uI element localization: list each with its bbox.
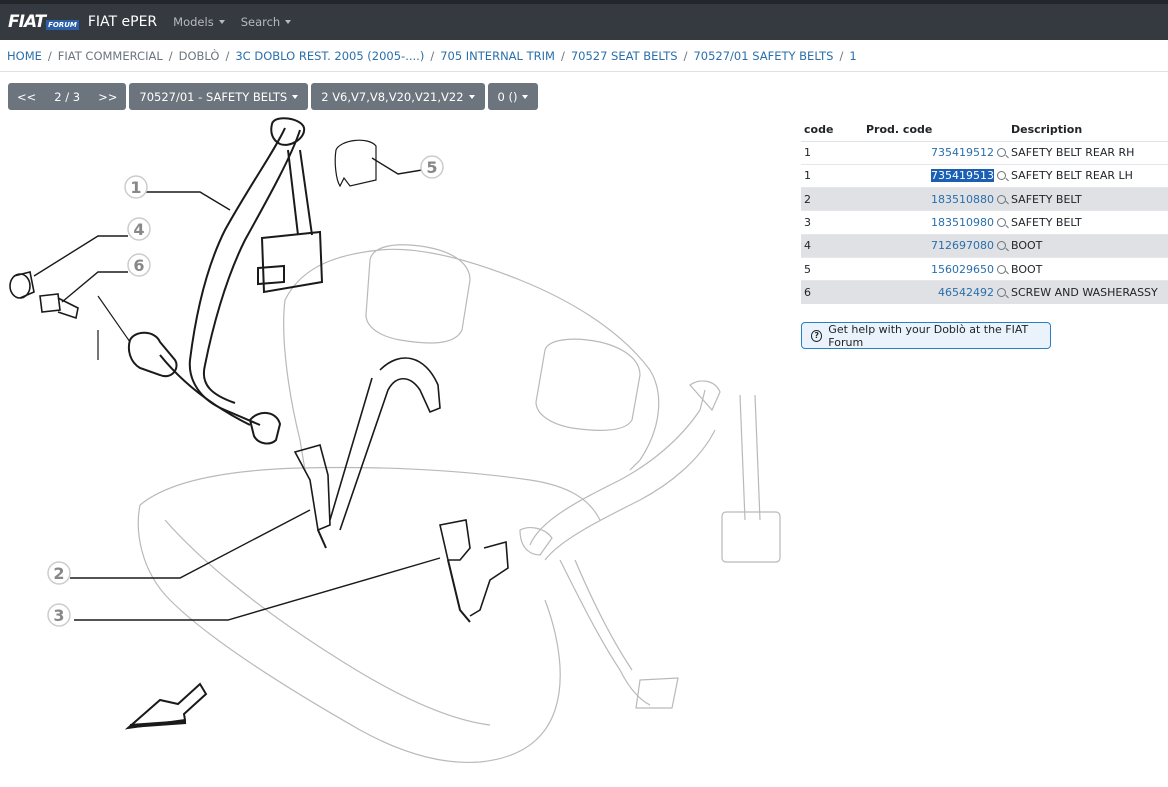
search-icon[interactable] — [997, 218, 1006, 228]
seat-belt-parts — [9, 117, 509, 623]
breadcrumb-page[interactable]: 1 — [849, 48, 857, 63]
diagram-toolbar: << 2 / 3 >> 70527/01 - SAFETY BELTS 2 V6… — [8, 83, 539, 110]
callout-label-5: 5 — [426, 158, 437, 177]
prod-code-link[interactable]: 183510980 — [931, 216, 994, 230]
cell-description: SAFETY BELT — [1008, 210, 1168, 235]
prod-code-link[interactable]: 183510880 — [931, 192, 994, 206]
breadcrumb-fiat-commercial: FIAT COMMERCIAL — [57, 48, 163, 63]
cell-code: 4 — [801, 233, 863, 258]
table-header-row: code Prod. code Description — [801, 119, 1168, 142]
forum-help-label: Get help with your Doblò at the FIAT For… — [828, 322, 1029, 349]
cell-prod-code: 46542492 — [863, 280, 1008, 305]
prev-page-button[interactable]: << — [17, 89, 37, 104]
search-icon[interactable] — [997, 241, 1006, 251]
cell-prod-code: 712697080 — [863, 233, 1008, 258]
col-desc-header: Description — [1008, 119, 1168, 142]
prod-code-link[interactable]: 46542492 — [938, 286, 994, 300]
chevron-down-icon — [292, 94, 299, 99]
chevron-down-icon — [468, 94, 475, 99]
chevron-down-icon — [218, 20, 225, 24]
count-select-dropdown[interactable]: 0 () — [487, 83, 539, 110]
cell-description: BOOT — [1008, 256, 1168, 281]
search-icon[interactable] — [997, 264, 1006, 274]
search-icon[interactable] — [997, 288, 1006, 298]
cell-prod-code: 735419512 — [863, 140, 1008, 165]
cell-description: BOOT — [1008, 233, 1168, 258]
cell-code: 3 — [801, 210, 863, 235]
page-indicator: 2 / 3 — [54, 89, 81, 104]
cell-code: 1 — [801, 163, 863, 188]
cell-description: SAFETY BELT REAR RH — [1008, 140, 1168, 165]
pager: << 2 / 3 >> — [8, 83, 127, 110]
breadcrumb-model[interactable]: 3C DOBLO REST. 2005 (2005-....) — [235, 48, 425, 63]
table-row[interactable]: 6 46542492 SCREW AND WASHERASSY — [801, 280, 1168, 305]
callout-label-2: 2 — [53, 564, 64, 583]
nav-search-dropdown[interactable]: Search — [241, 15, 292, 29]
direction-arrow — [124, 682, 208, 730]
callout-label-4: 4 — [133, 220, 144, 239]
table-row[interactable]: 1 735419513 SAFETY BELT REAR LH — [801, 163, 1168, 188]
table-row[interactable]: 5 156029650 BOOT — [801, 256, 1168, 281]
cell-code: 1 — [801, 140, 863, 165]
table-row[interactable]: 2 183510880 SAFETY BELT — [801, 187, 1168, 211]
top-navbar: FIAT FORUM FIAT ePER Models Search — [0, 0, 1168, 40]
callout-2[interactable]: 2 — [47, 561, 71, 585]
breadcrumb-subgroup[interactable]: 70527 SEAT BELTS — [570, 48, 678, 63]
col-code-header: code — [801, 119, 863, 142]
prod-code-link[interactable]: 156029650 — [931, 262, 994, 276]
breadcrumb-group[interactable]: 705 INTERNAL TRIM — [440, 48, 555, 63]
cell-code: 6 — [801, 280, 863, 305]
question-circle-icon: ? — [811, 329, 823, 342]
search-icon[interactable] — [997, 148, 1006, 158]
prod-code-link[interactable]: 735419513 — [931, 169, 994, 183]
cell-description: SCREW AND WASHERASSY — [1008, 280, 1168, 305]
table-row[interactable]: 3 183510980 SAFETY BELT — [801, 210, 1168, 235]
search-icon[interactable] — [997, 194, 1006, 204]
callout-5[interactable]: 5 — [420, 155, 444, 179]
fiat-forum-logo[interactable]: FIAT FORUM — [8, 12, 79, 32]
callout-6[interactable]: 6 — [127, 253, 151, 277]
brand-title[interactable]: FIAT ePER — [87, 14, 158, 30]
search-icon[interactable] — [997, 171, 1006, 181]
cell-description: SAFETY BELT — [1008, 187, 1168, 211]
cell-prod-code: 183510980 — [863, 210, 1008, 235]
chevron-down-icon — [522, 94, 529, 99]
cell-code: 5 — [801, 256, 863, 281]
cell-prod-code: 183510880 — [863, 187, 1008, 211]
forum-help-button[interactable]: ? Get help with your Doblò at the FIAT F… — [801, 322, 1051, 349]
exploded-parts-diagram[interactable]: 1 4 6 5 2 3 — [0, 112, 790, 787]
callout-1[interactable]: 1 — [124, 175, 148, 199]
callout-label-1: 1 — [130, 178, 141, 197]
callout-markers: 1 4 6 5 2 3 — [47, 155, 444, 627]
nav-models-dropdown[interactable]: Models — [173, 15, 225, 29]
callout-3[interactable]: 3 — [47, 603, 71, 627]
cell-prod-code: 735419513 — [863, 163, 1008, 188]
cell-prod-code: 156029650 — [863, 256, 1008, 281]
cell-code: 2 — [801, 187, 863, 211]
table-row[interactable]: 4 712697080 BOOT — [801, 233, 1168, 258]
callout-leaders — [33, 157, 441, 621]
prod-code-link[interactable]: 712697080 — [931, 239, 994, 253]
table-select-dropdown[interactable]: 70527/01 - SAFETY BELTS — [129, 83, 309, 110]
col-prod-header: Prod. code — [863, 119, 1008, 142]
cell-description: SAFETY BELT REAR LH — [1008, 163, 1168, 188]
next-page-button[interactable]: >> — [98, 89, 118, 104]
breadcrumb: HOME / FIAT COMMERCIAL / DOBLÒ / 3C DOBL… — [0, 40, 1168, 72]
prod-code-link[interactable]: 735419512 — [931, 146, 994, 160]
chevron-down-icon — [285, 20, 292, 24]
table-row[interactable]: 1 735419512 SAFETY BELT REAR RH — [801, 140, 1168, 165]
callout-4[interactable]: 4 — [127, 217, 151, 241]
variant-select-dropdown[interactable]: 2 V6,V7,V8,V20,V21,V22 — [311, 83, 485, 110]
rear-seat-outline — [137, 244, 781, 764]
callout-label-6: 6 — [133, 256, 144, 275]
breadcrumb-home[interactable]: HOME — [7, 48, 42, 63]
breadcrumb-doblo: DOBLÒ — [178, 48, 220, 63]
breadcrumb-table[interactable]: 70527/01 SAFETY BELTS — [693, 48, 834, 63]
callout-label-3: 3 — [53, 606, 64, 625]
